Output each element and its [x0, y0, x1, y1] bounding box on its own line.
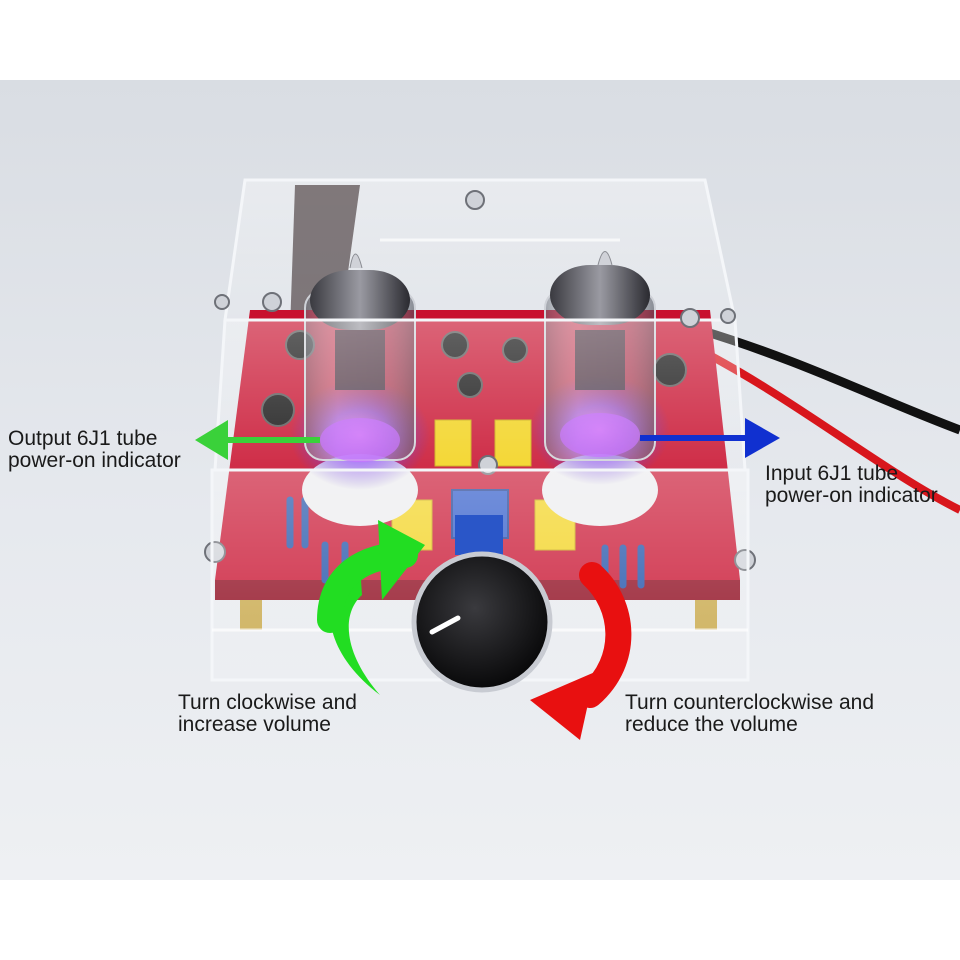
- output-indicator-line2: power-on indicator: [8, 449, 181, 472]
- counterclockwise-line2: reduce the volume: [625, 713, 798, 736]
- acrylic-middle-plate: [213, 318, 747, 472]
- input-indicator-line2: power-on indicator: [765, 484, 938, 507]
- input-indicator-label: Input 6J1 tube power-on indicator: [765, 463, 938, 507]
- arrow-right-icon: [640, 418, 780, 458]
- clockwise-label: Turn clockwise and increase volume: [178, 692, 357, 736]
- clockwise-line2: increase volume: [178, 713, 331, 736]
- clockwise-arrow-icon: [317, 520, 425, 695]
- input-indicator-line1: Input 6J1 tube: [765, 462, 899, 485]
- volume-knob-icon: [411, 515, 553, 693]
- counterclockwise-label: Turn counterclockwise and reduce the vol…: [625, 692, 874, 736]
- output-indicator-label: Output 6J1 tube power-on indicator: [8, 428, 181, 472]
- arrow-left-icon: [195, 420, 320, 460]
- counterclockwise-line1: Turn counterclockwise and: [625, 691, 875, 714]
- counterclockwise-arrow-icon: [530, 562, 632, 740]
- output-indicator-line1: Output 6J1 tube: [8, 427, 158, 450]
- clockwise-line1: Turn clockwise and: [178, 691, 357, 714]
